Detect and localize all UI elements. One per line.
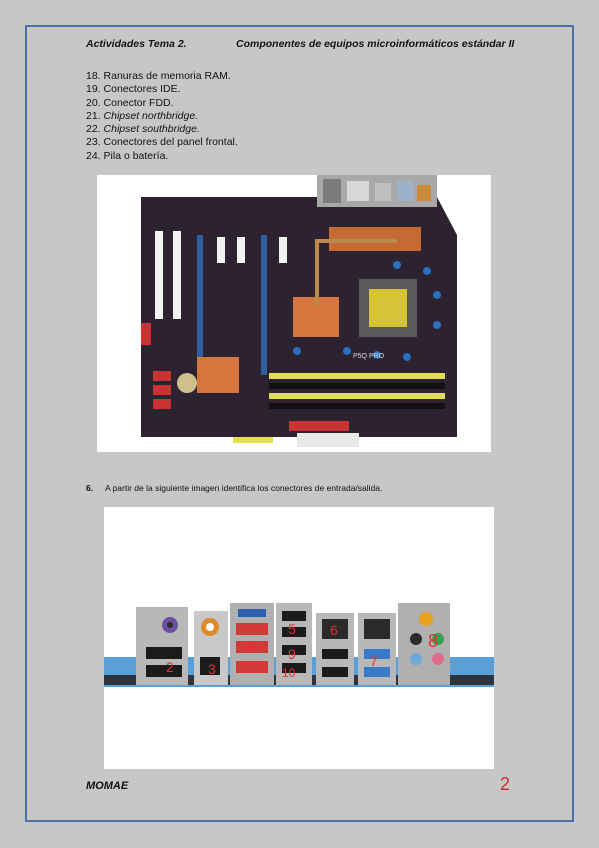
list-item: 21. Chipset northbridge. — [86, 109, 199, 122]
io-label: 2 — [166, 659, 174, 675]
io-panel-illustration: 2 3 4 5 6 7 8 9 10 — [104, 507, 494, 769]
list-item: 20. Conector FDD. — [86, 96, 174, 109]
io-label: 4 — [246, 639, 254, 655]
io-label: 3 — [208, 661, 216, 677]
board-model-label: P5Q PRO — [353, 353, 385, 360]
question-number: 6. — [86, 483, 94, 493]
list-item: 18. Ranuras de memoria RAM. — [86, 70, 231, 82]
motherboard-illustration: P5Q PRO — [97, 175, 491, 452]
page-number: 2 — [500, 774, 511, 794]
list-item: 22. Chipset southbridge. — [86, 123, 200, 136]
header-left: Actividades Tema 2. — [86, 38, 187, 50]
motherboard-image: P5Q PRO — [97, 175, 491, 452]
io-label: 9 — [288, 646, 296, 662]
footer-author: MOMAE — [86, 780, 129, 792]
io-label: 8 — [428, 631, 438, 651]
component-list: 18. Ranuras de memoria RAM. 19. Conector… — [86, 70, 238, 163]
header-right: Componentes de equipos microinformáticos… — [236, 38, 515, 50]
io-label: 7 — [370, 653, 378, 669]
list-item: 23. Conectores del panel frontal. — [86, 136, 238, 149]
list-item: 19. Conectores IDE. — [86, 83, 181, 96]
question-6: 6. A partir de la siguiente imagen ident… — [86, 483, 382, 493]
question-text: A partir de la siguiente imagen identifi… — [105, 483, 383, 493]
io-label: 6 — [330, 622, 338, 638]
page-border — [25, 25, 574, 822]
list-item: 24. Pila o batería. — [86, 149, 169, 162]
io-label: 5 — [288, 621, 296, 637]
io-label: 10 — [282, 666, 296, 680]
io-panel-image: 2 3 4 5 6 7 8 9 10 — [104, 507, 494, 769]
